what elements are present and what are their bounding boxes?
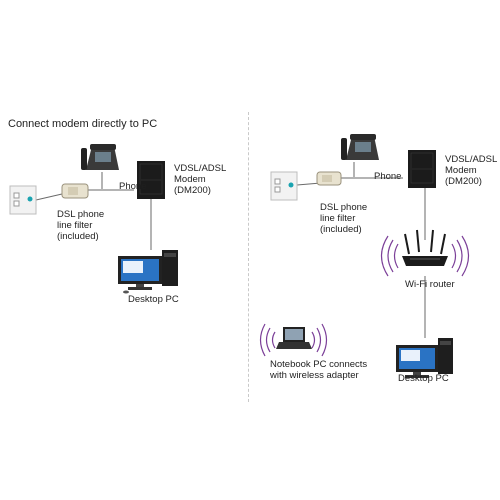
left-modem-label: VDSL/ADSL Modem (DM200) — [174, 163, 227, 196]
modem-icon — [408, 150, 436, 188]
panel-divider — [248, 112, 249, 402]
left-panel: Connect modem directly to PC Phone VDSL/… — [8, 118, 227, 305]
phone-icon — [81, 144, 119, 170]
dsl-filter-icon — [316, 171, 342, 186]
left-diagram — [9, 144, 178, 294]
notebook-pc-label: Notebook PC connects with wireless adapt… — [270, 359, 368, 381]
left-cables — [35, 172, 152, 250]
wifi-router-label: Wi-Fi router — [405, 279, 455, 290]
dsl-filter-icon — [61, 183, 89, 199]
right-modem-label: VDSL/ADSL Modem (DM200) — [445, 154, 498, 187]
wall-jack-icon — [9, 185, 37, 215]
wifi-waves-icon — [380, 235, 470, 277]
left-phone-label: Phone — [119, 181, 147, 192]
phone-icon — [341, 134, 379, 160]
right-phone-label: Phone — [374, 171, 402, 182]
right-desktop-pc-label: Desktop PC — [398, 373, 449, 384]
right-cables — [296, 162, 426, 338]
right-diagram — [259, 134, 470, 378]
left-panel-title: Connect modem directly to PC — [8, 118, 158, 130]
wall-jack-icon — [270, 171, 298, 201]
wifi-router-icon — [380, 229, 470, 277]
right-panel: Phone VDSL/ADSL Modem (DM200) DSL phone … — [250, 0, 500, 500]
left-desktop-pc-label: Desktop PC — [128, 294, 179, 305]
desktop-pc-icon — [396, 338, 453, 378]
modem-icon — [137, 161, 165, 199]
wall-to-filter-cable — [35, 193, 63, 201]
left-filter-label: DSL phone line filter (included) — [57, 209, 105, 242]
right-filter-label: DSL phone line filter (included) — [320, 202, 368, 235]
desktop-pc-icon — [118, 250, 178, 294]
notebook-pc-icon — [259, 323, 328, 357]
notebook-wifi-waves-icon — [259, 323, 328, 357]
